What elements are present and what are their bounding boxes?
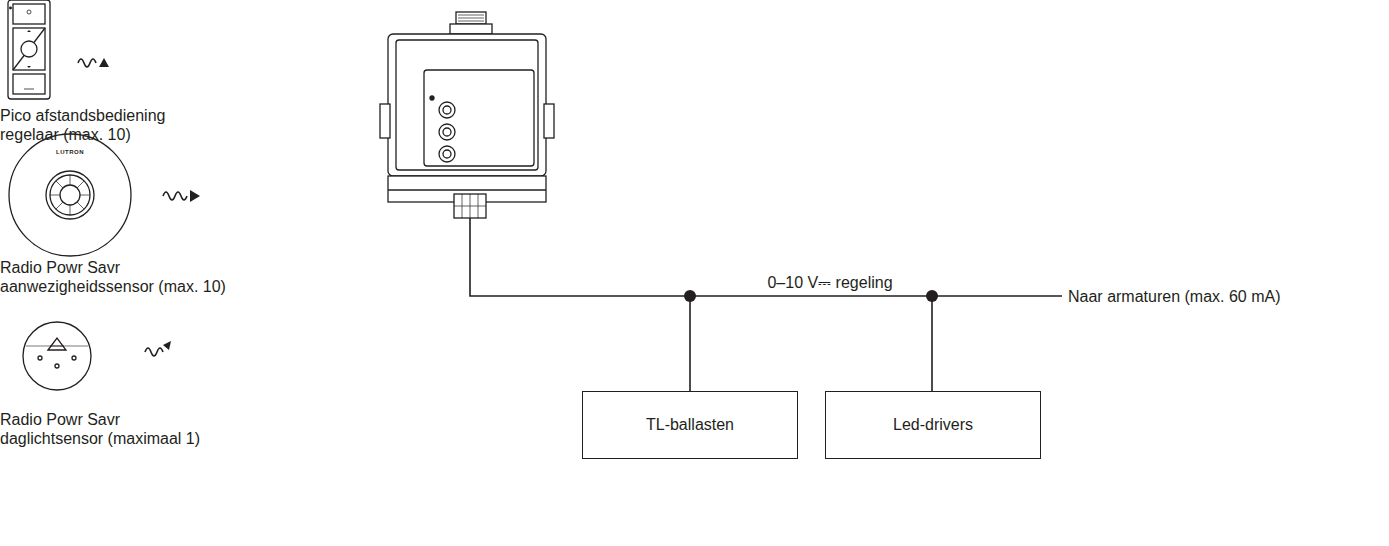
component-box: Led-drivers: [825, 391, 1041, 459]
box-label: Led-drivers: [883, 416, 983, 434]
signal-label: 0–10 V⎓ regeling: [764, 273, 895, 292]
device-caption: Radio Powr Savr daglichtsensor (maximaal…: [0, 410, 215, 448]
brand-mark: LUTRON: [40, 148, 100, 156]
output-label: Naar armaturen (max. 60 mA): [1068, 287, 1281, 306]
device-caption: Radio Powr Savr aanwezigheidssensor (max…: [0, 258, 245, 296]
component-box: TL-ballasten: [582, 391, 798, 459]
device-caption: Pico afstandsbediening regelaar (max. 10…: [0, 106, 205, 144]
box-label: TL-ballasten: [636, 416, 744, 434]
